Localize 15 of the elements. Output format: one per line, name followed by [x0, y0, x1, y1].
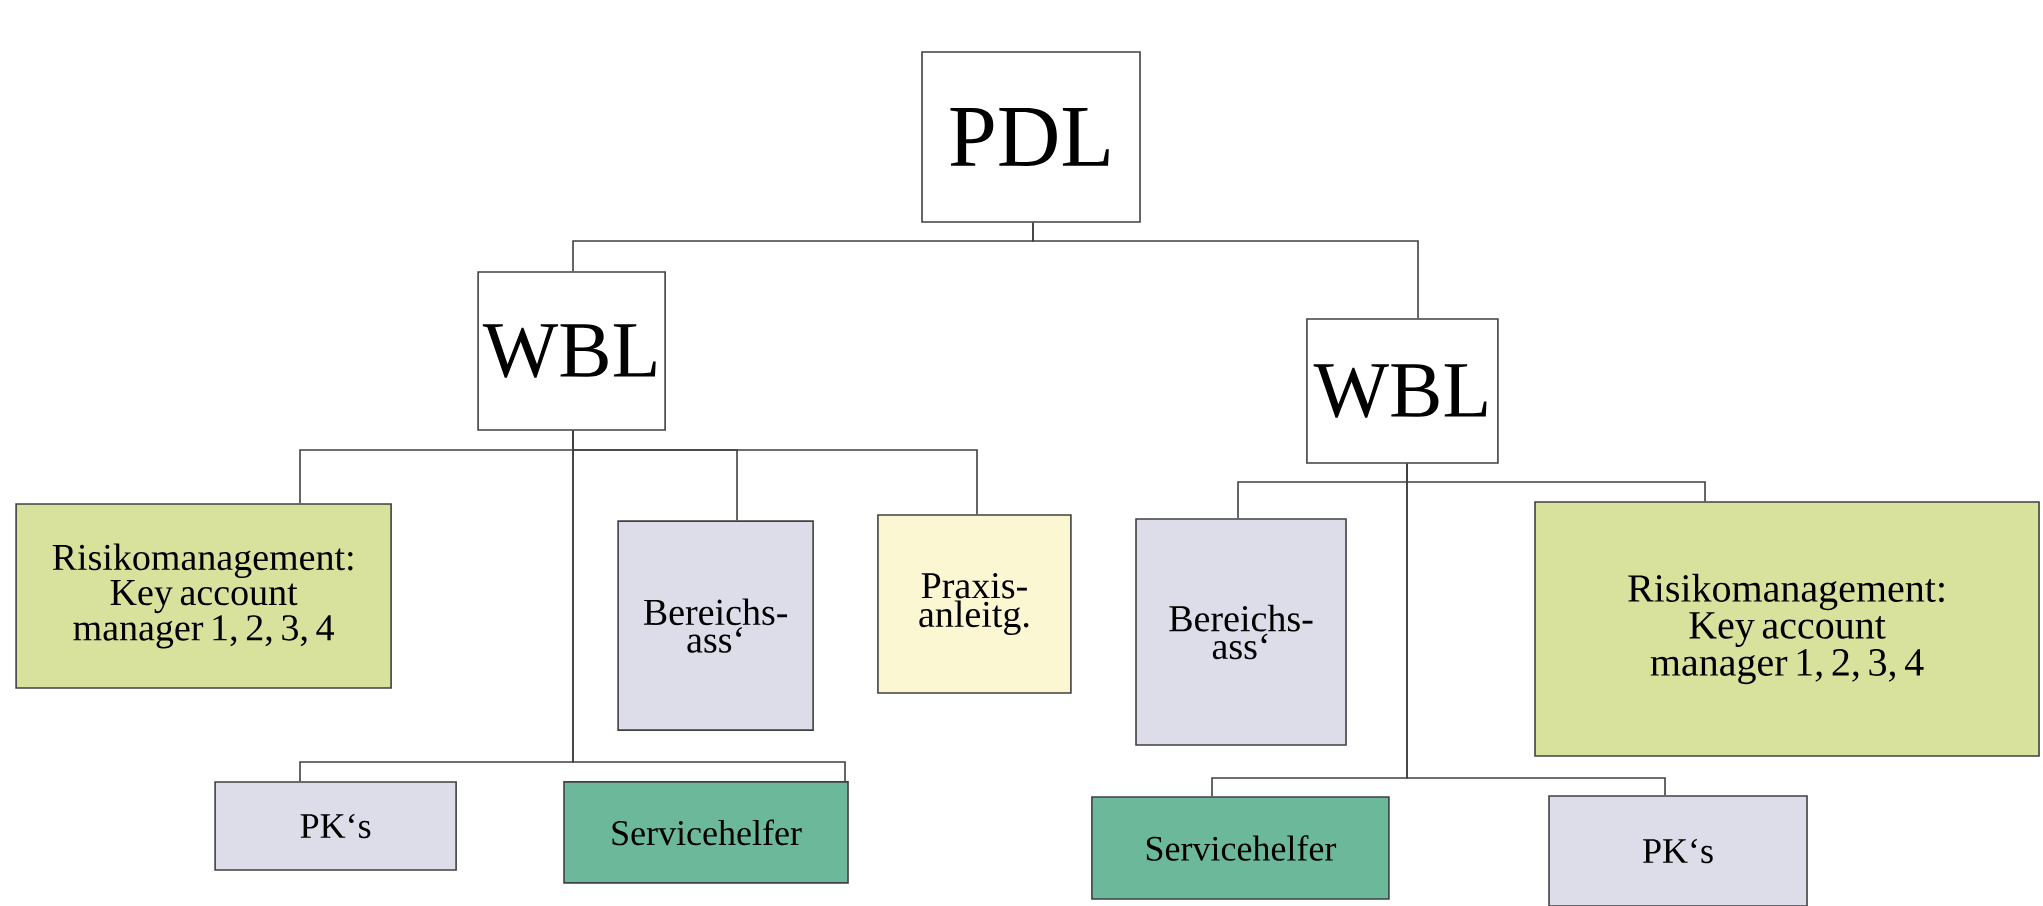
role-box: Bereichs- ass‘ — [617, 520, 814, 731]
role-box: PK‘s — [214, 781, 457, 871]
title-box: PDL — [921, 51, 1141, 223]
role-box: Servicehelfer — [563, 781, 849, 884]
role-box: Praxis- anleitg. — [877, 514, 1072, 694]
connector-line — [1032, 222, 1419, 319]
title-box: WBL — [477, 271, 666, 431]
connector-line — [1406, 463, 1666, 796]
title-box: WBL — [1306, 318, 1499, 464]
role-box: Servicehelfer — [1091, 796, 1390, 900]
connector-line — [572, 430, 846, 782]
role-box: Risikomanagement: Key account manager 1, 2, 3, 4 — [15, 503, 392, 689]
role-box: PK‘s — [1548, 795, 1808, 906]
role-box: Bereichs- ass‘ — [1135, 518, 1347, 746]
role-box: Risikomanagement: Key account manager 1, 2, 3, 4 — [1534, 501, 2040, 757]
